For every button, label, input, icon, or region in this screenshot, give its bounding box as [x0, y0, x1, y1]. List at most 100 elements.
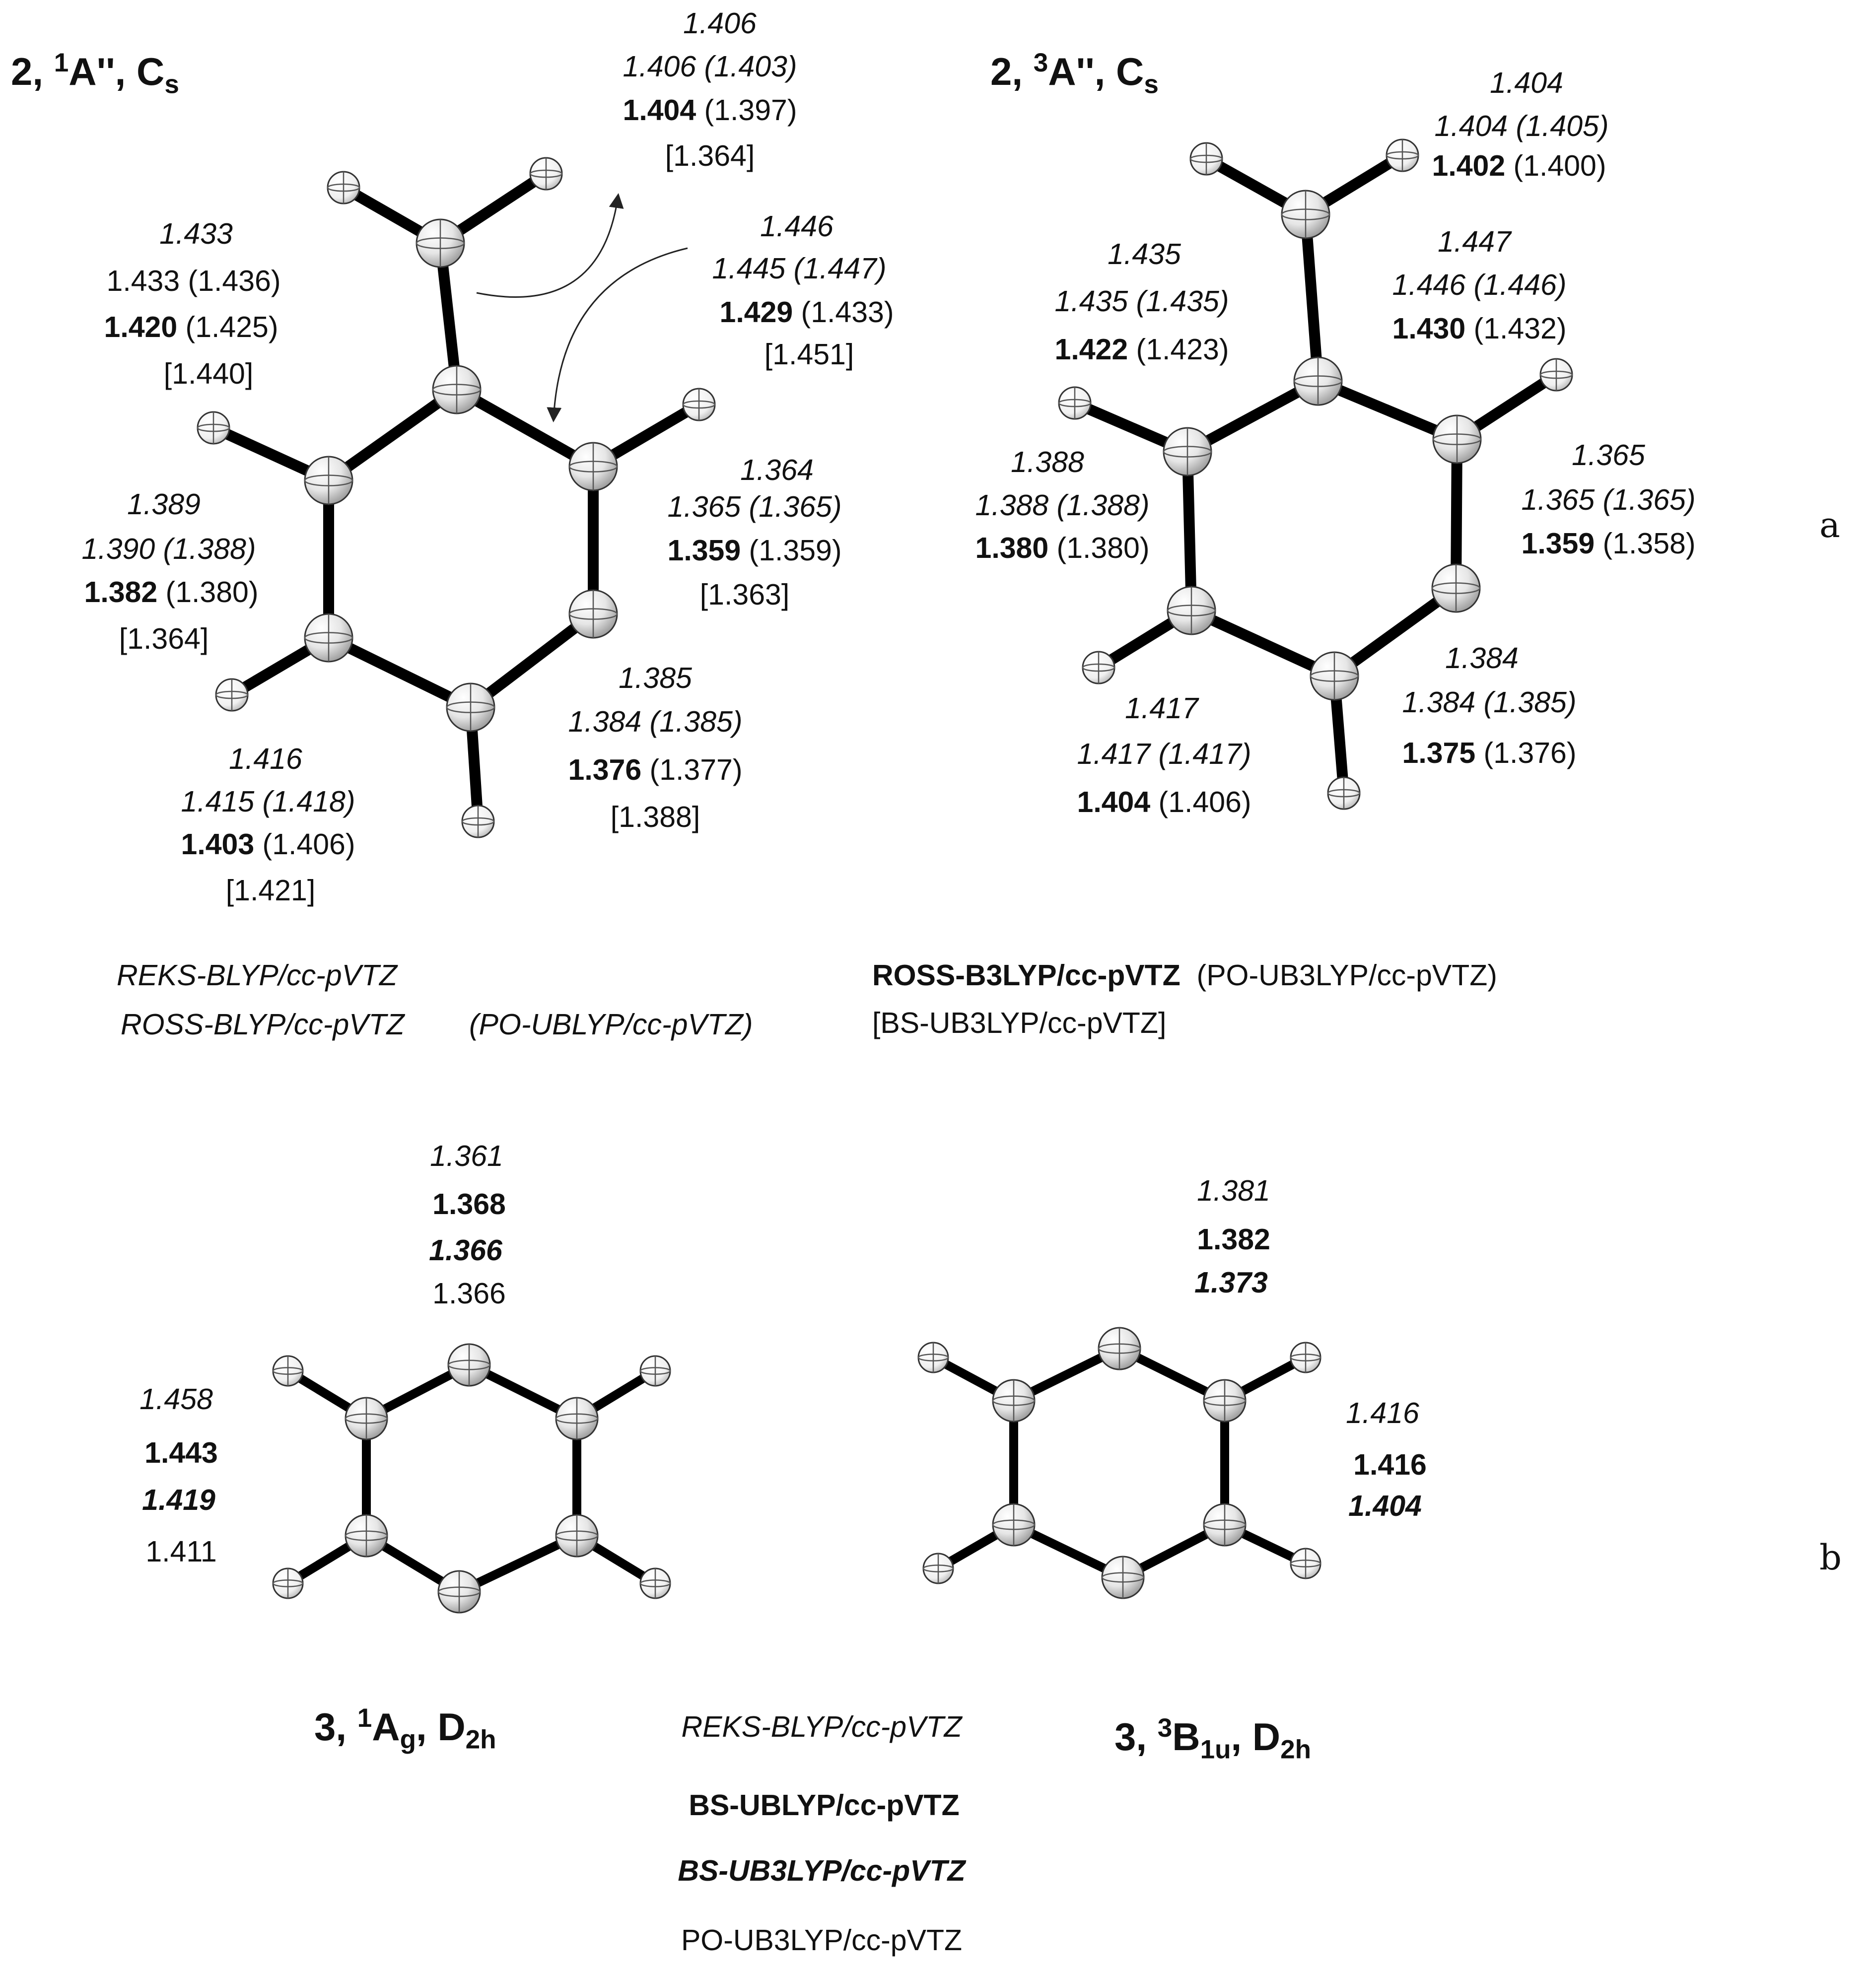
a1-exo-l1: 1.406 — [683, 7, 757, 40]
b1-top-l1: 1.361 — [430, 1140, 503, 1172]
a3-legend-line1-rest: (PO-UB3LYP/cc-pVTZ) — [1196, 959, 1497, 992]
a1-rightv-l1: 1.364 — [740, 454, 814, 486]
hydrogen-atom — [639, 1567, 671, 1599]
b3-side-l3: 1.404 — [1348, 1490, 1422, 1522]
hydrogen-atom — [1058, 386, 1092, 420]
a3-botr-l2: 1.384 (1.385) — [1402, 686, 1577, 719]
b1-top-l4: 1.366 — [432, 1277, 506, 1310]
b3-side-l1: 1.416 — [1346, 1397, 1419, 1429]
title-2-singlet: 2, 1A'', Cs — [11, 50, 179, 98]
hydrogen-atom — [1290, 1342, 1321, 1373]
hydrogen-atom — [529, 157, 563, 191]
title-superscript: 3 — [1157, 1713, 1173, 1743]
carbon-atom — [1432, 414, 1482, 464]
a1-botl-l4: [1.421] — [225, 874, 316, 907]
a1-botr-l3-bold: 1.376 — [568, 753, 642, 786]
a3-c1c2-l3-rest: (1.423) — [1128, 333, 1229, 366]
carbon-atom — [437, 1570, 481, 1614]
atoms — [197, 138, 1573, 1614]
bond-line — [455, 1531, 581, 1596]
carbon-atom — [1203, 1503, 1247, 1547]
a1-leftv-l3: 1.382 (1.380) — [84, 578, 259, 607]
a3-c1c2-l1: 1.435 — [1108, 238, 1181, 271]
hydrogen-atom — [1189, 142, 1223, 176]
carbon-atom — [992, 1503, 1036, 1547]
b3-top-l3: 1.373 — [1194, 1266, 1268, 1299]
pointer-arrow-c1c6 — [547, 247, 688, 422]
title-state: A — [372, 1705, 400, 1749]
hydrogen-atom — [197, 411, 230, 445]
a1-leftv-l3-rest: (1.380) — [157, 576, 259, 609]
b-legend-line1: REKS-BLYP/cc-pVTZ — [681, 1710, 962, 1743]
carbon-atom — [1163, 427, 1212, 476]
panel-label-a: a — [1819, 505, 1840, 545]
a3-c1c6-l2: 1.446 (1.446) — [1392, 269, 1567, 301]
a3-rightv-l1: 1.365 — [1572, 439, 1645, 472]
title-prefix: 3, — [1114, 1715, 1158, 1759]
bond-line — [1186, 605, 1340, 681]
b1-side-l3: 1.419 — [142, 1484, 215, 1516]
a3-c1c2-l2: 1.435 (1.435) — [1054, 285, 1229, 318]
a1-c1c6-l4: [1.451] — [764, 338, 854, 371]
a3-botl-l3: 1.404 (1.406) — [1077, 788, 1251, 817]
a3-rightv-l3-rest: (1.358) — [1595, 527, 1696, 560]
carbon-atom — [1310, 651, 1359, 701]
a3-legend-line1: ROSS-B3LYP/cc-pVTZ (PO-UB3LYP/cc-pVTZ) — [872, 961, 1497, 990]
title-mid: , D — [416, 1705, 466, 1749]
title-2-triplet: 2, 3A'', Cs — [990, 50, 1159, 98]
a3-exo-l3: 1.402 (1.400) — [1432, 151, 1606, 181]
title-subscript-2: 2h — [1280, 1735, 1312, 1765]
a3-c1c6-l3-bold: 1.430 — [1392, 312, 1466, 345]
hydrogen-atom — [1386, 138, 1419, 172]
a3-exo-l3-rest: (1.400) — [1505, 149, 1606, 182]
a3-leftv-l3-rest: (1.380) — [1048, 532, 1150, 564]
a1-botl-l3-rest: (1.406) — [254, 828, 355, 861]
title-subscript: s — [1144, 69, 1159, 99]
a3-botr-l1: 1.384 — [1445, 642, 1519, 675]
a3-leftv-l3: 1.380 (1.380) — [975, 534, 1150, 563]
a1-c1c2-l3-rest: (1.425) — [177, 311, 278, 343]
carbon-atom — [1101, 1556, 1145, 1599]
carbon-atom — [568, 589, 618, 639]
a1-botl-l3-bold: 1.403 — [181, 828, 255, 861]
a1-c1c6-l2: 1.445 (1.447) — [712, 252, 887, 285]
a1-leftv-l3-bold: 1.382 — [84, 576, 158, 609]
a1-rightv-l3: 1.359 (1.359) — [668, 536, 842, 565]
carbon-atom — [345, 1514, 388, 1558]
title-prefix: 2, — [11, 50, 54, 93]
title-subscript-2: 2h — [465, 1725, 496, 1755]
a1-c1c2-l3-bold: 1.420 — [104, 311, 178, 343]
hydrogen-atom — [639, 1355, 671, 1387]
bond-line — [451, 384, 599, 472]
b1-top-l2: 1.368 — [432, 1188, 506, 1221]
hydrogen-atom — [1539, 358, 1573, 392]
carbon-atom — [304, 456, 353, 505]
a1-leftv-l2: 1.390 (1.388) — [81, 533, 256, 565]
bond-pointer-arrows — [476, 193, 688, 422]
bond-line — [1300, 209, 1323, 387]
a3-rightv-l2: 1.365 (1.365) — [1521, 483, 1696, 516]
a3-exo-l1: 1.404 — [1490, 67, 1563, 99]
a1-exo-l3: 1.404 (1.397) — [623, 96, 797, 125]
carbon-atom — [416, 218, 465, 268]
bond-line — [1182, 446, 1197, 616]
a3-leftv-l3-bold: 1.380 — [975, 532, 1049, 564]
a3-botl-l3-rest: (1.406) — [1150, 786, 1251, 818]
hydrogen-atom — [215, 678, 249, 712]
carbon-atom — [1431, 563, 1481, 613]
title-superscript: 1 — [54, 48, 69, 77]
a3-botl-l2: 1.417 (1.417) — [1077, 738, 1251, 770]
carbon-atom — [568, 442, 618, 491]
a1-c1c2-l4: [1.440] — [163, 357, 254, 390]
a3-botr-l3-rest: (1.376) — [1475, 737, 1577, 769]
bond-line — [1329, 583, 1461, 681]
a1-legend-line2b: (PO-UBLYP/cc-pVTZ) — [469, 1008, 753, 1041]
bond-line — [1451, 434, 1462, 594]
b3-top-l2: 1.382 — [1197, 1223, 1270, 1256]
a1-botr-l3-rest: (1.377) — [641, 753, 743, 786]
a3-botr-l3-bold: 1.375 — [1402, 737, 1476, 769]
a3-botr-l3: 1.375 (1.376) — [1402, 739, 1577, 768]
a1-c1c2-l1: 1.433 — [159, 217, 233, 250]
hydrogen-atom — [1290, 1548, 1321, 1579]
